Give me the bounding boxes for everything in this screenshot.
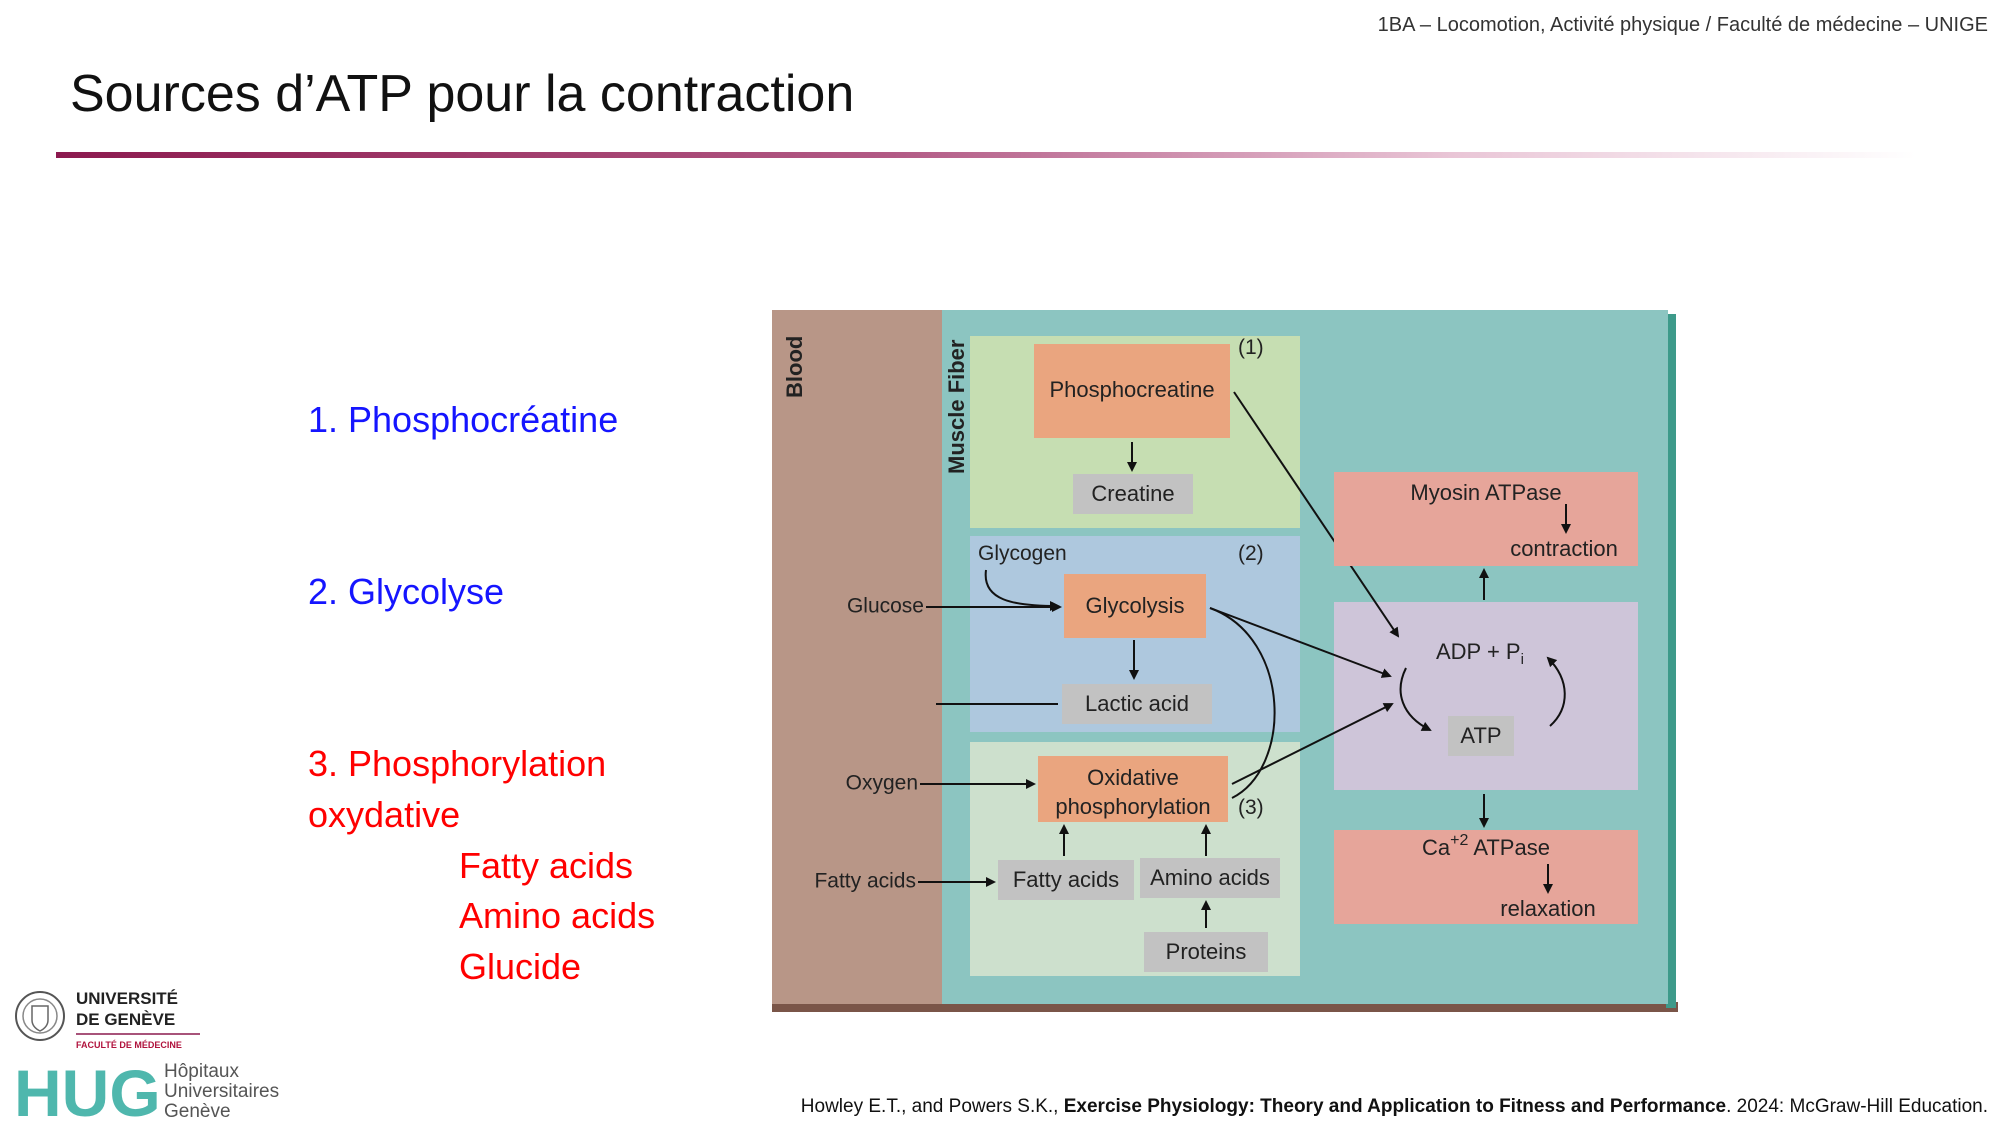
hug-logo: HUG Hôpitaux Universitaires Genève — [14, 1060, 279, 1120]
myosin-atpase-label: Myosin ATPase — [1410, 480, 1561, 505]
arrow-glycolysis-to-adp — [1209, 607, 1392, 678]
source-sub-glucide: Glucide — [459, 946, 582, 987]
oxidative-label-line2: phosphorylation — [1055, 794, 1210, 819]
glucose-label: Glucose — [847, 595, 924, 618]
arrow-oxidative-to-adp — [1231, 703, 1394, 785]
contraction-label: contraction — [1510, 536, 1618, 561]
curve-glycolysis-to-oxidative — [1209, 607, 1276, 799]
slide-title: Sources d’ATP pour la contraction — [70, 65, 855, 123]
hug-letters: HUG — [14, 1060, 161, 1120]
arrow-adp-to-atp — [1399, 667, 1432, 731]
proteins-box — [1144, 932, 1268, 972]
creatine-box — [1073, 474, 1193, 514]
oxidative-label-line1: Oxidative — [1087, 765, 1179, 790]
lactic-acid-label: Lactic acid — [1085, 691, 1189, 716]
oxidative-phosphorylation-box — [1038, 756, 1228, 822]
source-item-phosphorylation: 3. Phosphorylation — [308, 743, 607, 784]
amino-acids-label: Amino acids — [1150, 865, 1270, 890]
relaxation-label: relaxation — [1500, 896, 1595, 921]
hug-name-line1: Hôpitaux — [164, 1061, 239, 1082]
atp-label: ATP — [1460, 723, 1501, 748]
source-item-oxydative: oxydative — [308, 794, 461, 835]
hug-name-line3: Genève — [164, 1101, 231, 1120]
zone-number-1: (1) — [1238, 336, 1264, 359]
citation-authors: Howley E.T., and Powers S.K., — [800, 1096, 1064, 1117]
phosphocreatine-label: Phosphocreatine — [1049, 377, 1214, 402]
phosphocreatine-box — [1034, 344, 1230, 438]
course-header: 1BA – Locomotion, Activité physique / Fa… — [1377, 14, 1988, 36]
fatty-acids-blood-label: Fatty acids — [814, 870, 916, 893]
hug-name-line2: Universitaires — [164, 1081, 279, 1102]
atp-sources-diagram: Blood Muscle Fiber (1) (2) (3) Phosphocr… — [772, 310, 1678, 1012]
unige-logo: UNIVERSITÉ DE GENÈVE FACULTÉ DE MÉDECINE — [15, 989, 200, 1050]
glycolysis-box — [1064, 574, 1206, 638]
fatty-acids-box — [998, 860, 1134, 900]
zone-number-3: (3) — [1238, 796, 1264, 819]
arrow-glycogen-to-glycolysis — [984, 569, 1060, 611]
unige-name-line1: UNIVERSITÉ — [76, 989, 178, 1008]
zone-atp-cycle — [1334, 602, 1638, 790]
fiber-shadow — [1666, 314, 1676, 1008]
unige-name-line2: DE GENÈVE — [76, 1010, 175, 1029]
creatine-label: Creatine — [1091, 481, 1174, 506]
blood-label: Blood — [782, 336, 807, 398]
adp-pi-label: ADP + Pi — [1436, 639, 1524, 668]
source-sub-fatty-acids: Fatty acids — [459, 845, 634, 886]
oxygen-label: Oxygen — [846, 772, 918, 795]
glycolysis-label: Glycolysis — [1085, 593, 1184, 618]
arrow-pcr-to-adp — [1233, 391, 1400, 638]
arrow-atp-to-adp — [1546, 656, 1566, 727]
source-item-phosphocreatine: 1. Phosphocréatine — [308, 399, 619, 440]
blood-panel — [772, 310, 942, 1004]
source-citation: Howley E.T., and Powers S.K., Exercise P… — [801, 1096, 1988, 1118]
unige-faculty: FACULTÉ DE MÉDECINE — [76, 1040, 182, 1050]
fatty-acids-label: Fatty acids — [1013, 867, 1119, 892]
citation-publisher: . 2024: McGraw-Hill Education. — [1726, 1096, 1988, 1117]
myosin-atpase-box — [1334, 472, 1638, 566]
lactic-acid-box — [1062, 684, 1212, 724]
zone-number-2: (2) — [1238, 542, 1264, 565]
source-item-glycolyse: 2. Glycolyse — [308, 571, 505, 612]
title-divider — [56, 152, 1916, 158]
ca-atpase-box — [1334, 830, 1638, 924]
blood-shadow — [772, 1002, 1678, 1012]
unige-seal-icon — [15, 991, 65, 1041]
amino-acids-box — [1140, 858, 1280, 898]
glycogen-label: Glycogen — [978, 542, 1067, 565]
ca-atpase-label: Ca+2 ATPase — [1422, 832, 1550, 860]
atp-box — [1448, 716, 1514, 756]
proteins-label: Proteins — [1166, 939, 1247, 964]
citation-book-title: Exercise Physiology: Theory and Applicat… — [1063, 1096, 1727, 1117]
source-sub-amino-acids: Amino acids — [459, 895, 656, 936]
muscle-fiber-label: Muscle Fiber — [944, 339, 969, 474]
